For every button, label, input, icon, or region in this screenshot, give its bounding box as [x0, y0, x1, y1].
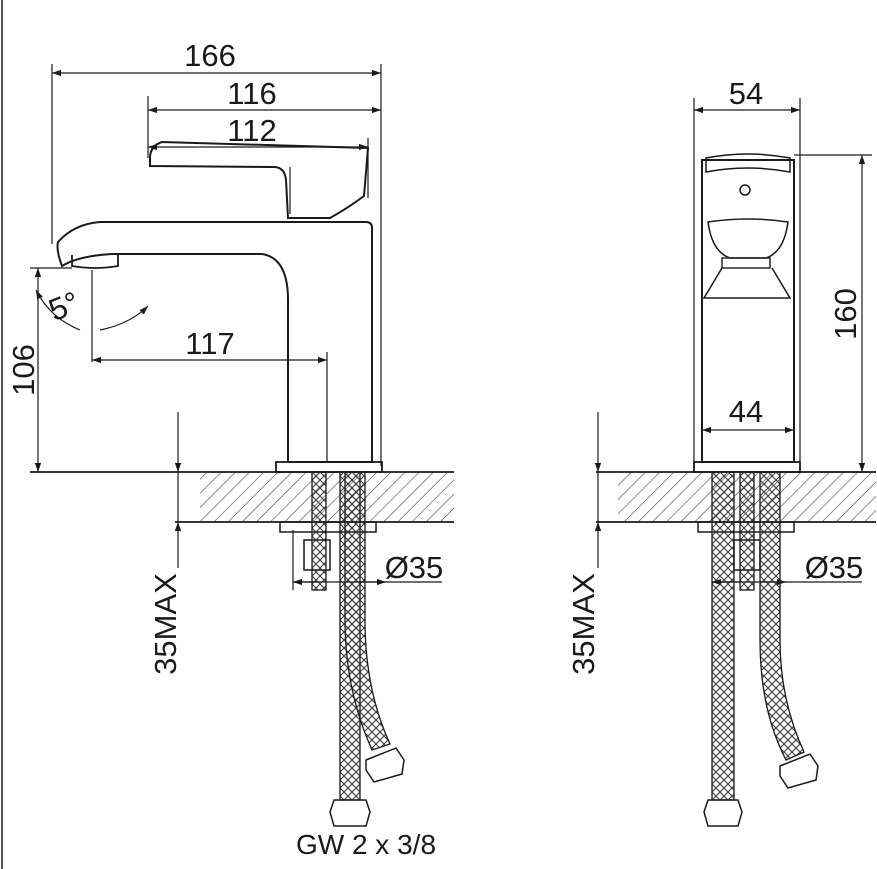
threaded-rod-side [311, 471, 327, 591]
spout-taper-front [702, 267, 792, 299]
dim-spout-height: 106 [6, 344, 41, 396]
dim-body-width: 44 [729, 394, 763, 429]
dim-hole-diameter-side: Ø35 [385, 550, 444, 585]
hose-nut-front-2 [779, 753, 819, 789]
faucet-body-side [56, 221, 373, 463]
dim-spout-angle: 5° [44, 284, 85, 328]
dim-max-deck-side: 35MAX [148, 573, 183, 675]
pin-hole [739, 184, 751, 196]
lever-cap-front [705, 153, 791, 173]
dim-lever-length: 116 [227, 76, 276, 111]
dim-overall-height: 160 [828, 288, 863, 340]
dim-spout-reach: 117 [185, 326, 234, 361]
dim-overall-length: 166 [184, 38, 236, 73]
hose-nut-front-1 [703, 799, 743, 827]
hose-nut-side-2 [365, 747, 405, 783]
hose-front-1 [711, 471, 735, 801]
dim-max-deck-front: 35MAX [566, 573, 601, 675]
dim-hole-diameter-front: Ø35 [805, 550, 864, 585]
base-ring-front [693, 461, 801, 473]
aerator [71, 255, 119, 269]
hose-front-2 [759, 471, 805, 761]
side-view [30, 64, 454, 827]
dim-handle-length: 112 [227, 113, 276, 148]
lever-handle-side [149, 140, 370, 219]
hose-side-2 [344, 471, 391, 751]
front-view [594, 98, 876, 827]
counter-deck-side [200, 472, 454, 522]
dim-top-width: 54 [729, 76, 763, 111]
threaded-rod-front [739, 471, 755, 591]
lever-front [707, 218, 789, 259]
hose-nut-side-1 [329, 799, 371, 827]
base-ring-side [275, 461, 383, 473]
hose-connection-caption: GW 2 x 3/8 [296, 829, 436, 860]
